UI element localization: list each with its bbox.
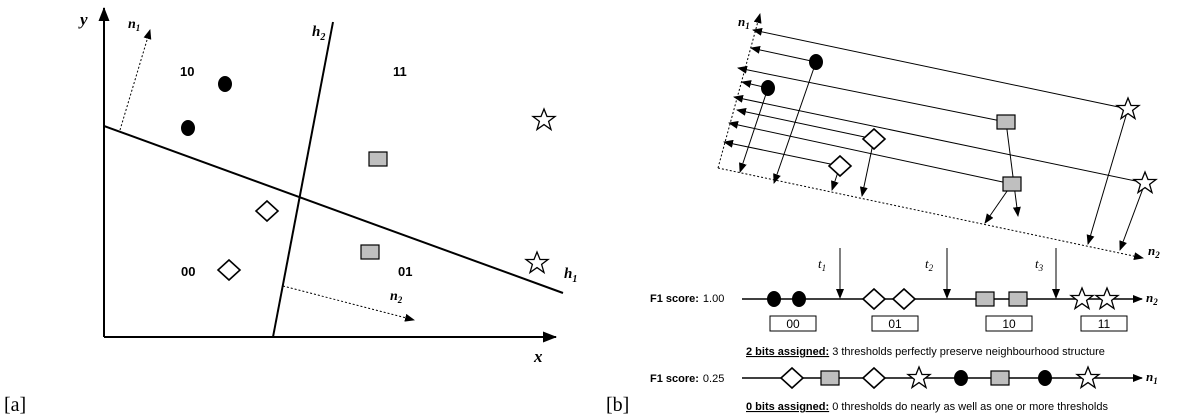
- h2-label: h2: [312, 24, 325, 43]
- point-square: [975, 291, 995, 307]
- row1-score: F1 score:1.00: [650, 293, 724, 305]
- region-label-10: 10: [180, 64, 194, 79]
- row2-caption: 0 bits assigned: 0 thresholds do nearly …: [746, 401, 1108, 413]
- point-square: [990, 370, 1010, 386]
- bin-box-10: [985, 315, 1033, 332]
- point-diamond: [892, 288, 916, 310]
- point-circle: [218, 76, 232, 92]
- projections: [723, 27, 1146, 251]
- row1-caption: 2 bits assigned: 3 thresholds perfectly …: [746, 346, 1105, 358]
- hyperplane-h2: [272, 21, 334, 338]
- bin-label-10: 10: [1002, 317, 1016, 331]
- point-star: [1076, 366, 1100, 389]
- point-diamond: [862, 128, 886, 150]
- point-square: [360, 244, 380, 260]
- bin-box-11: [1080, 315, 1128, 332]
- normal-n2: [282, 285, 415, 322]
- point-square: [1008, 291, 1028, 307]
- bin-box-01: [871, 315, 919, 332]
- point-diamond: [862, 288, 886, 310]
- bin-box-00: [769, 315, 817, 332]
- region-label-01: 01: [398, 264, 412, 279]
- point-diamond: [828, 155, 852, 177]
- point-diamond: [217, 259, 241, 281]
- point-circle: [181, 120, 195, 136]
- point-star: [1133, 171, 1157, 194]
- region-label-11: 11: [393, 64, 407, 79]
- point-star: [532, 108, 556, 131]
- point-diamond: [255, 200, 279, 222]
- h1-label: h1: [564, 266, 577, 285]
- axis-n2-label: n2: [1148, 243, 1160, 260]
- point-circle: [761, 80, 775, 96]
- point-circle: [809, 54, 823, 70]
- point-star: [1070, 287, 1094, 310]
- point-diamond: [780, 367, 804, 389]
- point-star: [907, 366, 931, 389]
- row1-axis-label: n2: [1146, 290, 1158, 307]
- row2-score: F1 score:0.25: [650, 373, 724, 385]
- point-square: [996, 114, 1016, 130]
- point-star: [1095, 287, 1119, 310]
- threshold-t2-label: t2: [925, 256, 934, 273]
- point-circle: [1038, 370, 1052, 386]
- bin-label-11: 11: [1098, 317, 1111, 331]
- projection-axis-n2: [717, 167, 1144, 261]
- point-circle: [792, 291, 806, 307]
- n2-label: n2: [390, 289, 403, 305]
- hyperplane-h1: [103, 125, 564, 294]
- point-circle: [954, 370, 968, 386]
- point-circle: [767, 291, 781, 307]
- panel-b-tag: [b]: [606, 394, 629, 416]
- bin-label-01: 01: [888, 317, 902, 331]
- x-axis-label: x: [533, 347, 543, 366]
- panel-b: [b] n1 n2: [606, 13, 1160, 416]
- projection-axis-n1: [717, 13, 762, 169]
- row2-axis-label: n1: [1146, 369, 1158, 386]
- threshold-t1-label: t1: [818, 256, 826, 273]
- point-square: [820, 370, 840, 386]
- axis-n1-label: n1: [738, 14, 750, 31]
- n1-label: n1: [128, 17, 140, 33]
- point-star: [1116, 97, 1140, 120]
- panel-a: y x h1 h2 n1 n2 10 11 00 01 [a]: [4, 7, 577, 416]
- threshold-t3-label: t3: [1035, 256, 1044, 273]
- panel-a-tag: [a]: [4, 394, 26, 416]
- point-square: [368, 151, 388, 167]
- region-label-00: 00: [181, 264, 195, 279]
- point-diamond: [862, 367, 886, 389]
- point-square: [1002, 176, 1022, 192]
- point-star: [525, 251, 549, 274]
- y-axis-label: y: [78, 10, 88, 29]
- normal-n1: [119, 29, 152, 131]
- bin-label-00: 00: [786, 317, 800, 331]
